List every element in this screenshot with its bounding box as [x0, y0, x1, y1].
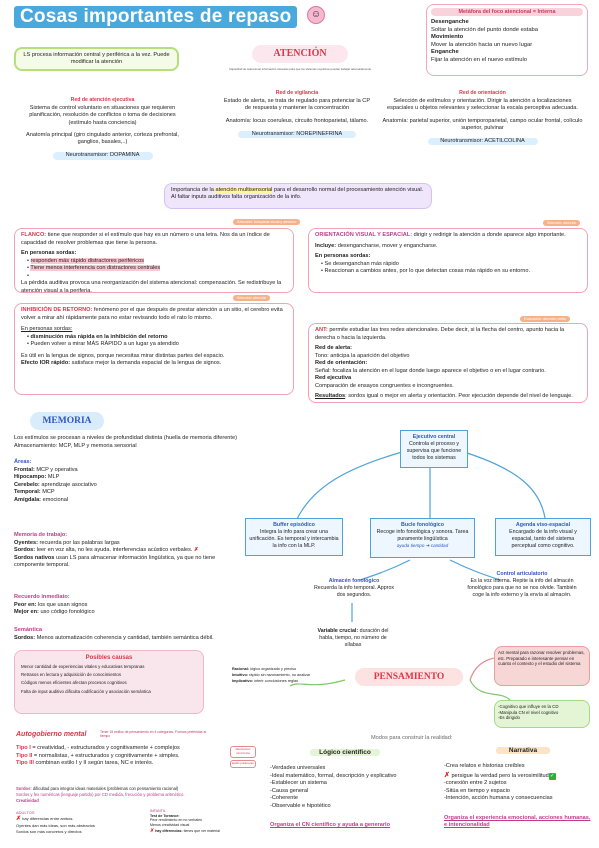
cross-icon: ✗	[444, 771, 450, 779]
ant-box: ANT: permite estudiar las tres redes ate…	[308, 323, 588, 403]
autogobierno-title: Autogobierno mental	[16, 731, 87, 738]
logico-foot: Organiza el CN científico y ayuda a gene…	[270, 822, 390, 828]
pensamiento-right: -Cognitivo que influye en la CD -Manipul…	[494, 700, 590, 728]
narrativa-title: Narrativa	[496, 747, 550, 754]
metaphor-box: Metáfora del foco atencional = Interna D…	[426, 4, 588, 76]
memoria-intro: Los estímulos se procesan a niveles de p…	[14, 435, 237, 449]
red-orientacion: Red de orientación Selección de estímulo…	[382, 90, 583, 146]
pensamiento-modos: Modos para construir la realidad:	[371, 735, 453, 741]
memoria-inmediato: Recuerdo inmediato: Peor en: los que usa…	[14, 594, 95, 616]
orientacion-tag: Selección atención	[543, 220, 581, 226]
autogobierno-sordos: Sordos: dificultad para integrar ideas m…	[16, 786, 185, 803]
intro-note: LS procesa información central y perifér…	[14, 47, 179, 71]
mind-variable: Variable crucial: duración del habla, ti…	[317, 628, 389, 648]
creatividad-infantil: INFANTIL Test de Torrance: Peor rendimie…	[150, 809, 220, 834]
badge-estilo: Estilo preferente	[230, 760, 256, 768]
mind-control: Control articulatorio Es la voz interna.…	[467, 571, 577, 598]
flanco-tag: Selección: búsqueda visual y atención	[233, 219, 301, 225]
autogobierno-types: Tipo I = creatividad, - estructurados y …	[16, 745, 180, 767]
inhibicion-box: INHIBICIÓN DE RETORNO: fenómeno por el q…	[14, 303, 294, 395]
logico-title: Lógico científico	[310, 749, 380, 756]
memoria-title: MEMORIA	[30, 412, 104, 430]
metaphor-title: Metáfora del foco atencional = Interna	[431, 8, 583, 16]
memoria-areas: Áreas: Frontal: MCP y operativa Hipocamp…	[14, 459, 97, 503]
check-icon: ✓	[548, 772, 556, 780]
narrativa-list: -Crea relatos e historias creíbles ✗ per…	[444, 763, 556, 802]
mind-agenda: Agenda viso-espacial Encargado de la inf…	[495, 518, 591, 556]
cross-icon: ✗	[16, 816, 22, 823]
ant-tag: Evaluación: atención redes	[520, 316, 571, 322]
red-vigilancia: Red de vigilancia Estado de alerta, se t…	[223, 90, 371, 139]
narrativa-foot: Organiza el experiencia emocional, accio…	[444, 815, 591, 829]
cross-icon: ✗	[150, 827, 155, 834]
cross-icon: ✗	[192, 547, 199, 554]
inhibicion-tag: Selección atención	[233, 295, 271, 301]
memoria-trabajo: Memoria de trabajo: Oyentes: recuerda po…	[14, 532, 216, 569]
pensamiento-types: Racional: lógico organizado y preciso In…	[232, 667, 311, 684]
badge-resolucion: Resolución sincrónica	[230, 746, 256, 758]
causas-box: Posibles causas Menor cantidad de experi…	[14, 650, 204, 714]
brain-icon: ☺	[307, 6, 325, 24]
atencion-subtitle: Capacidad de seleccionar información rel…	[228, 67, 372, 71]
pensamiento-act: Act mental para razonar resolver problem…	[494, 646, 590, 686]
importance-note: Importancia de la atención multisensoria…	[164, 183, 432, 209]
orientacion-box: ORIENTACIÓN VISUAL Y ESPACIAL: dirigir y…	[308, 228, 588, 293]
mind-ejecutivo-central: Ejecutivo central Controla el proceso y …	[400, 430, 468, 468]
page-title: Cosas importantes de repaso	[14, 6, 298, 28]
flanco-box: FLANCO: tiene que responder si el estímu…	[14, 228, 294, 294]
atencion-title: ATENCIÓN	[252, 45, 348, 63]
mind-buffer: Buffer episódico Integra la info para cr…	[245, 518, 343, 556]
creatividad-adultos: ADULTOS ✗ hay diferencias entre ambos. O…	[16, 810, 95, 834]
logico-list: -Verdades universales -Ideal matemático,…	[270, 765, 397, 809]
red-ejecutiva: Red de atención ejecutiva Sistema de con…	[26, 97, 179, 160]
memoria-semantica: Semántica Sordos: Menos automatización c…	[14, 627, 214, 641]
mind-bucle: Bucle fonológico Recoge info fonológica …	[370, 518, 475, 558]
pensamiento-title: PENSAMIENTO	[355, 668, 463, 686]
autogobierno-note: Tener 15 estilos de pensamiento en 4 cat…	[100, 730, 207, 739]
mind-almacen: Almacén fonológico Recuerda la info temp…	[313, 578, 395, 598]
